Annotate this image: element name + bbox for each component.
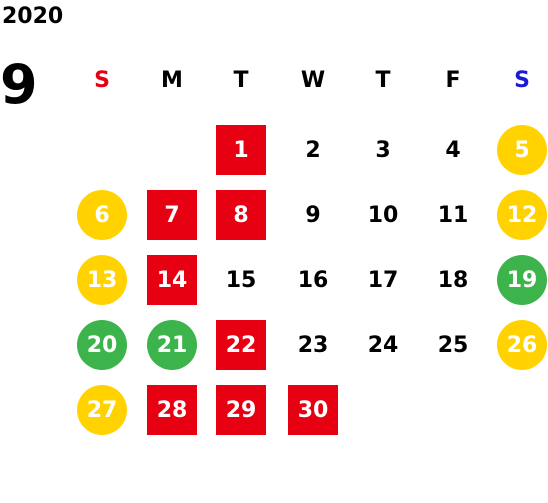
day-cell-3: 3 (375, 137, 391, 163)
day-cell-1: 1 (216, 125, 266, 175)
weekday-3: W (300, 68, 326, 93)
weekday-2: T (233, 68, 249, 93)
weekday-6: S (514, 68, 530, 93)
day-cell-9: 9 (305, 202, 321, 228)
weekday-5: F (445, 68, 461, 93)
day-cell-18: 18 (437, 267, 469, 293)
weekday-0: S (94, 68, 110, 93)
day-cell-26: 26 (497, 320, 547, 370)
year-label: 2020 (2, 4, 64, 29)
day-cell-14: 14 (147, 255, 197, 305)
day-cell-30: 30 (288, 385, 338, 435)
day-cell-12: 12 (497, 190, 547, 240)
day-cell-24: 24 (367, 332, 399, 358)
day-cell-28: 28 (147, 385, 197, 435)
day-cell-27: 27 (77, 385, 127, 435)
day-cell-23: 23 (297, 332, 329, 358)
day-cell-20: 20 (77, 320, 127, 370)
day-cell-21: 21 (147, 320, 197, 370)
day-cell-29: 29 (216, 385, 266, 435)
weekday-4: T (375, 68, 391, 93)
day-cell-8: 8 (216, 190, 266, 240)
day-cell-15: 15 (225, 267, 257, 293)
month-number: 9 (0, 53, 38, 116)
day-cell-6: 6 (77, 190, 127, 240)
day-cell-25: 25 (437, 332, 469, 358)
day-cell-22: 22 (216, 320, 266, 370)
day-cell-10: 10 (367, 202, 399, 228)
day-cell-17: 17 (367, 267, 399, 293)
day-cell-19: 19 (497, 255, 547, 305)
day-cell-4: 4 (445, 137, 461, 163)
day-cell-7: 7 (147, 190, 197, 240)
day-cell-16: 16 (297, 267, 329, 293)
day-cell-2: 2 (305, 137, 321, 163)
day-cell-11: 11 (437, 202, 469, 228)
weekday-1: M (161, 68, 183, 93)
day-cell-5: 5 (497, 125, 547, 175)
day-cell-13: 13 (77, 255, 127, 305)
